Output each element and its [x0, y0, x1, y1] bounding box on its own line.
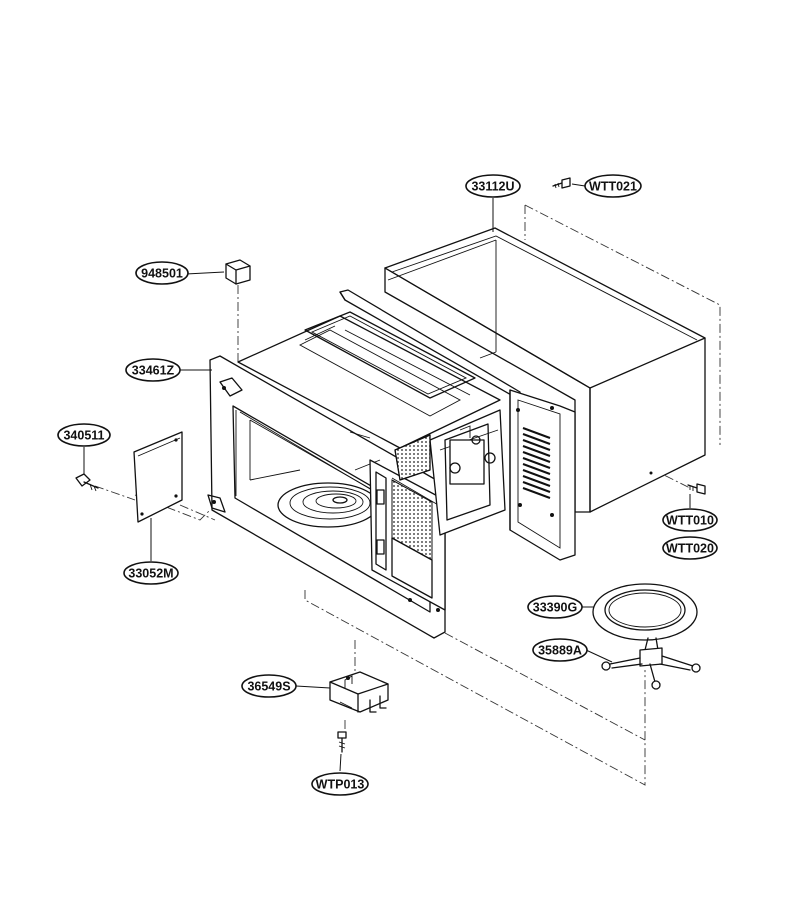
screw-wtp013 [337, 731, 347, 753]
callout-WTT020: WTT020 [662, 536, 718, 560]
callout-33461Z: 33461Z [125, 358, 181, 382]
screw-340511 [75, 473, 99, 492]
turntable-motor [329, 671, 389, 713]
leader-lines [83, 183, 691, 772]
side-cover-plate [133, 431, 183, 523]
sensor-block [225, 259, 251, 285]
svg-text:WTT010: WTT010 [666, 514, 714, 528]
screw-wtt021 [552, 177, 571, 189]
svg-text:WTT021: WTT021 [589, 180, 637, 194]
svg-text:33112U: 33112U [471, 180, 514, 194]
callout-WTT010: WTT010 [662, 508, 718, 532]
svg-text:35889A: 35889A [538, 644, 582, 658]
svg-text:340511: 340511 [63, 429, 104, 443]
cavity-assembly [207, 289, 576, 639]
svg-text:33052M: 33052M [128, 567, 173, 581]
svg-text:36549S: 36549S [247, 680, 290, 694]
svg-text:WTT020: WTT020 [666, 542, 714, 556]
svg-text:33390G: 33390G [533, 601, 577, 615]
callout-340511: 340511 [57, 423, 111, 447]
screw-wtt010 [687, 483, 706, 495]
svg-text:948501: 948501 [141, 267, 183, 281]
callout-33390G: 33390G [527, 595, 583, 619]
callout-948501: 948501 [135, 261, 189, 285]
vent-grille [522, 427, 551, 499]
roller-ring [601, 637, 701, 690]
svg-text:WTP013: WTP013 [316, 778, 365, 792]
callout-WTT021: WTT021 [584, 174, 642, 198]
callout-35889A: 35889A [532, 638, 588, 662]
glass-turntable-tray [592, 583, 698, 641]
callout-33052M: 33052M [123, 561, 179, 585]
outer-case [384, 227, 706, 513]
callout-WTP013: WTP013 [311, 772, 369, 796]
callout-33112U: 33112U [465, 174, 521, 198]
svg-text:33461Z: 33461Z [132, 364, 175, 378]
callout-36549S: 36549S [241, 674, 297, 698]
